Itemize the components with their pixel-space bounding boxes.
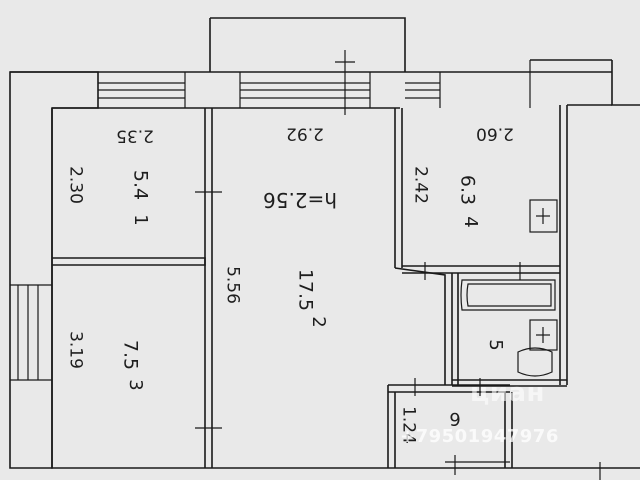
wall-wc-right (504, 392, 513, 468)
room1-length: 2.30 (65, 166, 86, 204)
top-windows (98, 50, 531, 115)
room2-height: h=2.56 (263, 188, 337, 212)
wall-room2-room4 (394, 108, 403, 268)
room1-number: 1 (130, 214, 151, 226)
watermark-brand: циан (470, 378, 545, 408)
room4-number: 4 (460, 216, 481, 228)
room4-area: 6.3 (456, 174, 479, 206)
wall-left (9, 71, 99, 469)
room1-width: 2.35 (116, 125, 154, 146)
room3-length: 3.19 (65, 331, 86, 369)
sink-icon (529, 199, 558, 233)
door-marks (195, 191, 521, 475)
bath-sink-icon (529, 319, 558, 351)
room3-area: 7.5 (119, 339, 142, 371)
wall-room1-room2 (204, 108, 213, 468)
wall-top-right (611, 60, 640, 106)
outer-walls (9, 17, 640, 469)
room2-width: 2.92 (286, 123, 324, 144)
room3-number: 3 (125, 379, 146, 391)
room2-length: 5.56 (222, 266, 243, 304)
room2-number: 2 (308, 316, 329, 328)
wall-right (559, 105, 568, 385)
wall-hall (394, 267, 446, 385)
wall-bath-bottom (452, 379, 567, 387)
room5-number: 5 (485, 339, 506, 351)
left-window (10, 284, 52, 381)
room1-area: 5.4 (129, 169, 152, 201)
wall-room1-room3 (52, 257, 206, 266)
room2-area: 17.5 (294, 268, 317, 312)
wall-wc (387, 384, 510, 468)
bathtub-icon (460, 279, 556, 311)
room4-width: 2.60 (476, 123, 514, 144)
watermark-phone: +79501947976 (400, 426, 559, 447)
room6-number: 6 (449, 408, 461, 429)
interior-walls (51, 104, 640, 469)
room4-length: 2.42 (410, 166, 431, 204)
toilet-icon (517, 347, 553, 377)
entrance (445, 461, 601, 480)
wall-bath-left (451, 273, 459, 385)
balcony-outline (210, 17, 406, 72)
